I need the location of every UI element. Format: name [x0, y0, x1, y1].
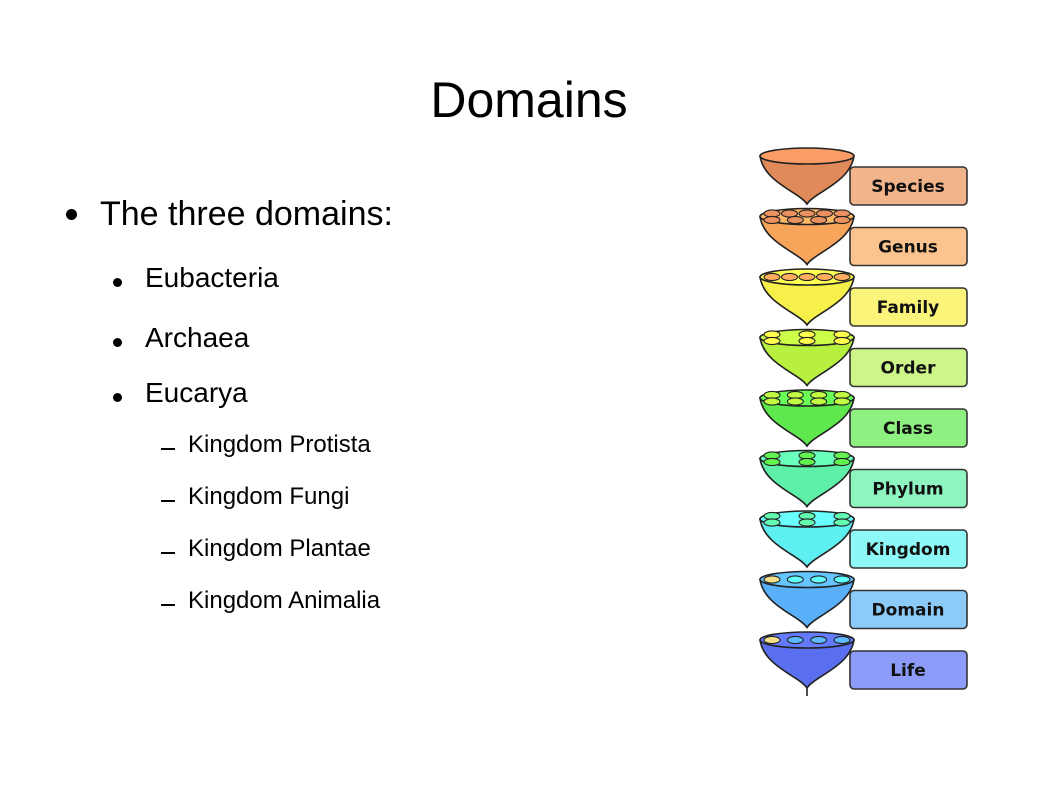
rank-tag	[849, 589, 968, 630]
rank-label-life: Life	[890, 661, 926, 681]
funnel-pod	[763, 635, 781, 645]
funnel-cone	[759, 639, 855, 690]
funnel-pod	[786, 397, 804, 406]
funnel-pod	[833, 215, 851, 225]
funnel-rim	[759, 631, 855, 649]
bullet-dash	[161, 604, 175, 606]
funnel-cone	[759, 155, 855, 206]
funnel-pod	[810, 575, 828, 584]
funnel-cone	[759, 336, 855, 387]
rank-label-kingdom: Kingdom	[866, 540, 951, 560]
rank-tag	[849, 408, 968, 448]
funnel-pod	[810, 635, 828, 645]
funnel-level-genus: Genus	[759, 207, 968, 267]
domain-eubacteria: Eubacteria	[145, 262, 279, 293]
funnel-pod	[798, 336, 816, 346]
funnel-cone	[759, 397, 855, 448]
funnel-pod	[833, 575, 851, 584]
funnel-pod	[798, 457, 816, 467]
rank-tag	[849, 468, 968, 509]
rank-label-class: Class	[883, 419, 933, 439]
funnel-pod	[833, 635, 851, 645]
funnel-cone	[759, 578, 855, 629]
funnel-pod	[798, 518, 816, 527]
domain-eucarya: Eucarya	[145, 377, 248, 408]
rank-label-phylum: Phylum	[872, 480, 943, 500]
bullet-dot	[113, 393, 122, 402]
funnel-level-family: Family	[759, 268, 968, 327]
funnel-pod	[833, 336, 851, 346]
kingdom-fungi: Kingdom Fungi	[188, 483, 350, 510]
funnel-cone	[759, 457, 855, 508]
rank-label-family: Family	[877, 298, 940, 318]
funnel-pod	[833, 518, 851, 527]
bullet-dot	[113, 278, 122, 287]
kingdom-plantae: Kingdom Plantae	[188, 535, 371, 562]
rank-label-domain: Domain	[872, 601, 945, 621]
funnel-pod	[810, 215, 828, 225]
funnel-pod	[833, 272, 851, 282]
funnel-cone	[759, 276, 855, 327]
rank-label-genus: Genus	[878, 238, 938, 258]
funnel-level-life: Life	[759, 631, 968, 696]
taxonomy-funnel-diagram: SpeciesGenusFamilyOrderClassPhylumKingdo…	[759, 147, 968, 696]
funnel-level-species: Species	[759, 147, 968, 206]
bullet-main: The three domains:	[100, 195, 393, 233]
funnel-pod	[763, 215, 781, 225]
funnel-level-kingdom: Kingdom	[759, 510, 968, 569]
domain-archaea: Archaea	[145, 322, 250, 353]
kingdom-protista: Kingdom Protista	[188, 431, 371, 458]
funnel-pod	[833, 397, 851, 406]
rank-label-order: Order	[881, 359, 937, 379]
rank-label-species: Species	[871, 177, 945, 197]
bullet-dot	[113, 338, 122, 347]
funnel-pod	[833, 457, 851, 467]
funnel-pod	[763, 457, 781, 467]
bullet-dash	[161, 500, 175, 502]
rank-tag	[849, 287, 968, 327]
funnel-pod	[786, 575, 804, 584]
funnel-pod	[815, 272, 834, 282]
funnel-pod	[763, 272, 781, 282]
funnel-rim	[759, 147, 855, 165]
funnel-level-class: Class	[759, 389, 968, 448]
funnel-pod	[763, 397, 781, 406]
bullet-dot	[66, 209, 77, 220]
kingdom-animalia: Kingdom Animalia	[188, 587, 381, 614]
bullet-dash	[161, 552, 175, 554]
funnel-pod	[810, 397, 828, 406]
slide-title: Domains	[430, 72, 628, 128]
funnel-cone	[759, 215, 855, 266]
funnel-pod	[786, 635, 804, 645]
funnel-rim	[759, 389, 855, 407]
rank-tag	[849, 347, 968, 388]
funnel-pod	[763, 575, 781, 584]
funnel-cone	[759, 518, 855, 569]
funnel-pod	[763, 518, 781, 527]
funnel-pod	[786, 215, 804, 225]
funnel-pod	[798, 272, 816, 282]
funnel-pod	[798, 209, 816, 218]
funnel-level-phylum: Phylum	[759, 449, 968, 509]
funnel-level-order: Order	[759, 328, 968, 388]
rank-tag	[849, 529, 968, 569]
rank-tag	[849, 166, 968, 206]
rank-tag	[849, 226, 968, 267]
funnel-rim	[759, 570, 855, 589]
bullet-dash	[161, 448, 175, 450]
rank-tag	[849, 650, 968, 690]
funnel-pod	[763, 336, 781, 346]
funnel-level-domain: Domain	[759, 570, 968, 630]
funnel-pod	[780, 272, 799, 282]
